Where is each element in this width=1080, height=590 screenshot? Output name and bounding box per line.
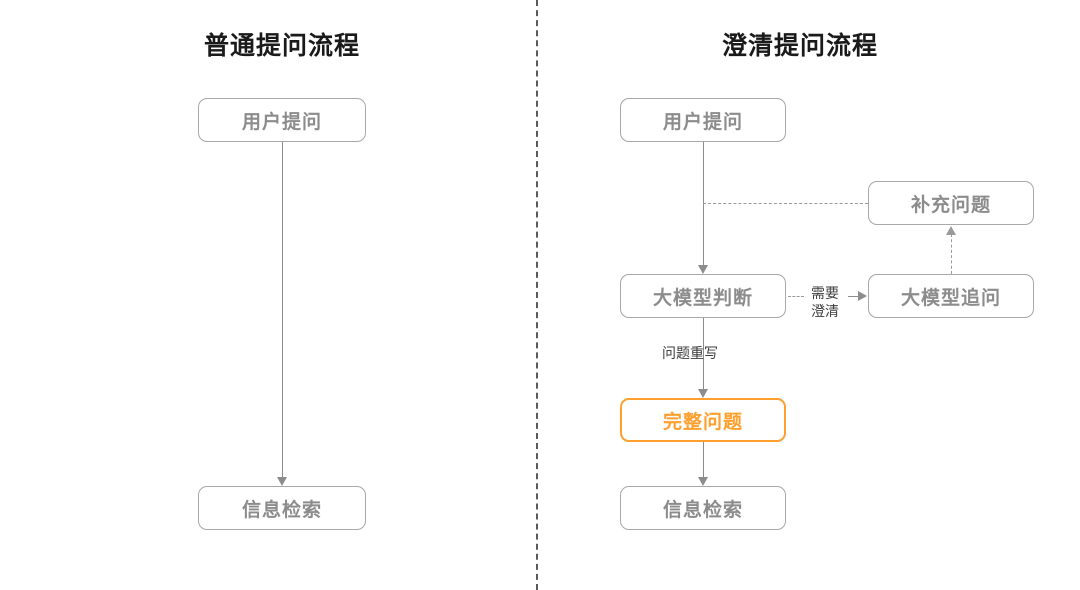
right-connector-clarify-dash-left [788,296,804,297]
left-node-user-question[interactable]: 用户提问 [198,98,366,142]
right-node-llm-followup-label: 大模型追问 [900,287,1001,309]
right-node-user-question-label: 用户提问 [662,111,743,133]
right-arrowhead-clarify [858,290,867,301]
left-panel-title: 普通提问流程 [203,32,360,60]
left-node-retrieval-label: 信息检索 [241,499,322,521]
right-node-llm-followup[interactable]: 大模型追问 [868,274,1034,318]
right-arrowhead-followup-to-supplement [945,226,956,235]
right-arrowhead-complete-to-retrieval [697,477,708,486]
right-connector-supplement-dashed [703,203,868,204]
right-connector-complete-to-retrieval [703,442,704,478]
right-node-retrieval-label: 信息检索 [662,499,743,521]
right-connector-judge-to-complete [703,318,704,390]
left-node-retrieval[interactable]: 信息检索 [198,486,366,530]
right-node-supplement-question[interactable]: 补充问题 [868,181,1034,225]
panel-divider [536,0,538,590]
right-node-complete-question[interactable]: 完整问题 [620,398,786,442]
right-panel-title: 澄清提问流程 [721,32,878,60]
right-edge-label-needs-clarification-line1: 需要 [811,285,839,301]
right-edge-label-needs-clarification: 需要 澄清 [802,285,848,320]
right-node-llm-judge[interactable]: 大模型判断 [620,274,786,318]
right-node-user-question[interactable]: 用户提问 [620,98,786,142]
right-connector-user-to-judge [703,142,704,266]
right-node-supplement-question-label: 补充问题 [910,194,991,216]
left-connector-arrowhead [276,477,287,486]
right-node-complete-question-label: 完整问题 [662,411,743,433]
right-node-llm-judge-label: 大模型判断 [652,287,753,309]
right-arrowhead-judge-to-complete [697,389,708,398]
left-node-user-question-label: 用户提问 [241,111,322,133]
right-connector-followup-to-supplement [951,234,952,274]
right-node-retrieval[interactable]: 信息检索 [620,486,786,530]
left-connector-line [282,142,283,478]
right-edge-label-question-rewrite: 问题重写 [662,345,718,361]
right-arrowhead-user-to-judge [697,265,708,274]
right-connector-clarify-arrow-line [848,296,860,297]
right-edge-label-needs-clarification-line2: 澄清 [811,302,839,319]
